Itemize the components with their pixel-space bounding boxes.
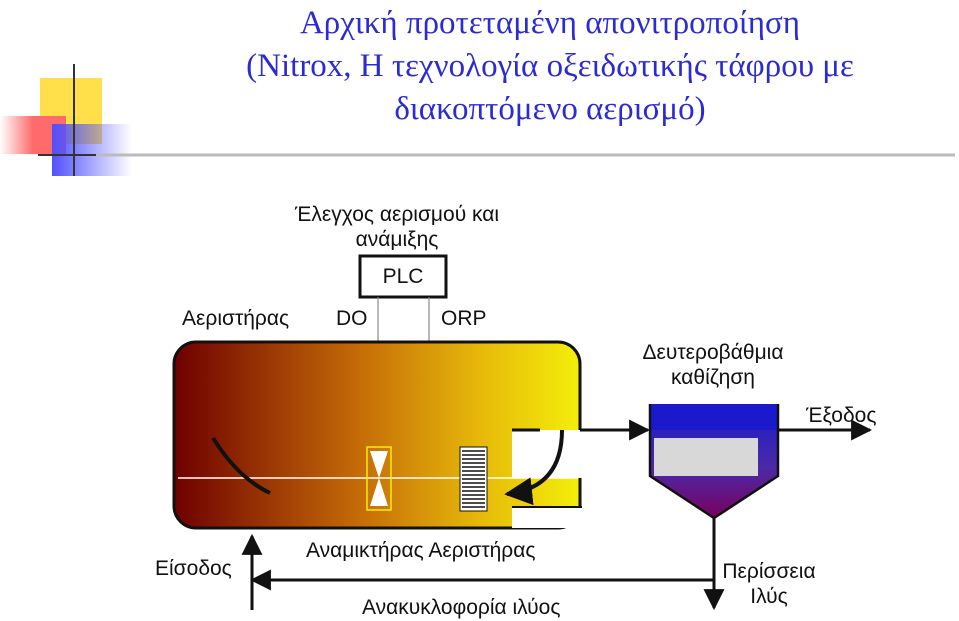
control-label-line-1: Έλεγχος αερισμού και <box>294 203 500 226</box>
control-label: Έλεγχος αερισμού και ανάμιξης <box>262 202 532 252</box>
orp-label: ORP <box>441 307 487 330</box>
title-line-2: (Nitrox, Η τεχνολογία οξειδωτικής τάφρου… <box>246 48 854 84</box>
left-flow-curve <box>211 436 271 495</box>
control-label-line-2: ανάμιξης <box>355 228 439 251</box>
inlet-label: Είσοδος <box>155 557 232 580</box>
excess-sludge-label: Περίσσεια Ιλύς <box>706 559 832 609</box>
decorative-corner-logo <box>0 64 955 176</box>
title-line-1: Αρχική προτεταμένη απονιτροποίηση <box>299 5 801 41</box>
plc-box <box>358 254 448 299</box>
title-line-3: διακοπτόμενο αερισμό) <box>394 91 706 127</box>
mixer-icon <box>366 446 392 511</box>
secondary-label-line-1: Δευτεροβάθμια <box>642 341 784 364</box>
aerator-label: Αεριστήρας <box>182 307 290 330</box>
diffuser-icon <box>459 446 488 512</box>
secondary-settling-label: Δευτεροβάθμια καθίζηση <box>620 340 806 390</box>
do-label: DO <box>336 307 368 330</box>
recirculation-label: Ανακυκλοφορία ιλύος <box>362 596 561 619</box>
page-title: Αρχική προτεταμένη απονιτροποίηση (Nitro… <box>150 2 950 131</box>
secondary-label-line-2: καθίζηση <box>671 366 755 389</box>
excess-label-line-2: Ιλύς <box>750 585 788 608</box>
return-flow-arrow <box>504 429 564 506</box>
exit-label: Έξοδος <box>806 404 877 427</box>
excess-label-line-1: Περίσσεια <box>722 560 816 583</box>
secondary-clarifier <box>648 404 780 520</box>
plc-label: PLC <box>382 265 424 288</box>
mixer-aerator-label: Αναμικτήρας Αεριστήρας <box>306 539 536 562</box>
